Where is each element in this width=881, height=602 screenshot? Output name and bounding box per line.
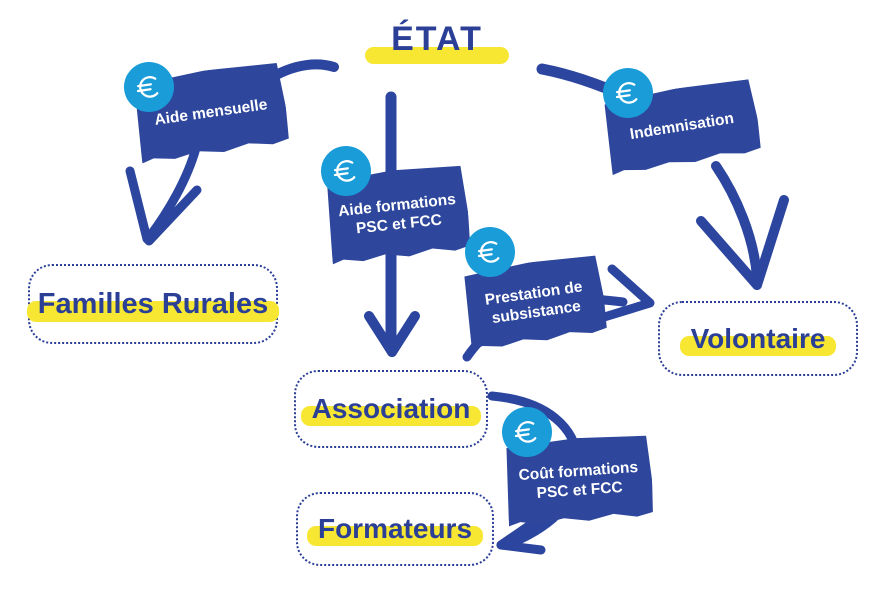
- euro-glyph: [514, 421, 537, 443]
- euro-coin-icon: [603, 68, 653, 118]
- node-familles-rurales: Familles Rurales: [26, 264, 279, 344]
- arrow-to-volontaire-shaft: [711, 161, 762, 282]
- euro-glyph: [333, 160, 356, 182]
- tag-aide-mensuelle-label: Aide mensuelle: [153, 96, 269, 130]
- arrow-to-formateurs-head: [496, 516, 541, 550]
- arrow-prestation-head: [596, 264, 655, 323]
- euro-coin-icon: [502, 407, 552, 457]
- node-volontaire-label: Volontaire: [679, 322, 837, 356]
- node-association-label: Association: [300, 393, 482, 427]
- euro-coin-icon: [321, 146, 371, 196]
- node-formateurs-label: Formateurs: [306, 513, 484, 547]
- tag-indemnisation-label: Indemnisation: [628, 110, 736, 144]
- arrow-to-formateurs-head: [496, 540, 546, 555]
- arrow-to-familles-head: [144, 185, 202, 246]
- page-title: ÉTAT: [352, 20, 522, 59]
- node-familles-rurales-label: Familles Rurales: [26, 287, 279, 322]
- node-volontaire: Volontaire: [658, 301, 858, 376]
- arrow-to-familles-head: [125, 166, 152, 244]
- node-association: Association: [294, 370, 488, 448]
- euro-glyph: [477, 241, 500, 263]
- euro-coin-icon: [124, 62, 174, 112]
- euro-glyph: [615, 82, 638, 104]
- node-formateurs: Formateurs: [296, 492, 494, 566]
- euro-glyph: [136, 76, 159, 98]
- euro-coin-icon: [465, 227, 515, 277]
- arrow-etat-association-head: [364, 311, 397, 357]
- arrow-etat-association-head: [387, 311, 420, 357]
- arrow-to-volontaire-head: [696, 216, 762, 290]
- arrow-to-volontaire-head: [752, 195, 789, 290]
- title-etat: ÉTAT: [391, 20, 483, 58]
